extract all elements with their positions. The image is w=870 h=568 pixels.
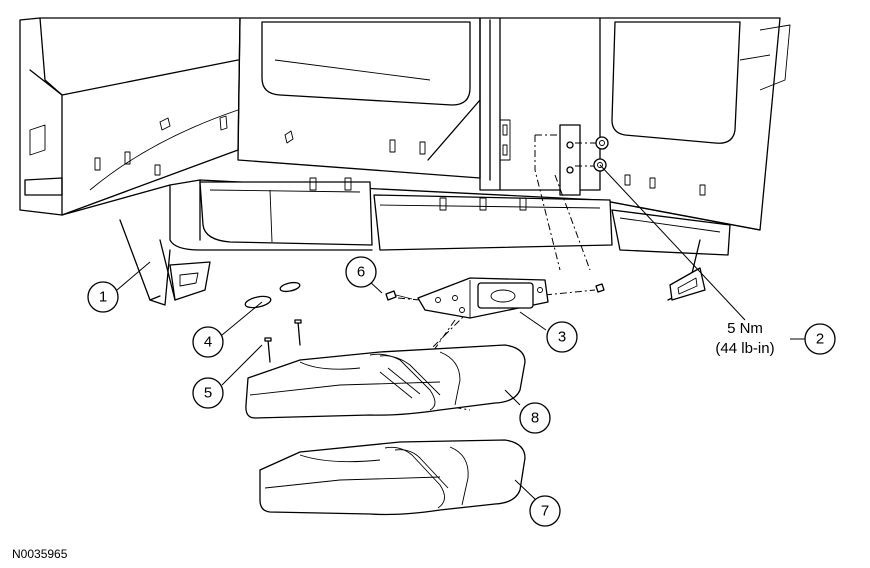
callout-7: 7 [529,495,561,527]
seat-frame-assembly [19,17,791,306]
leader-lines [116,164,805,501]
svg-text:5 Nm: 5 Nm [727,320,763,337]
part-4-caps [244,281,301,309]
bracket-mount-nuts [559,124,609,196]
svg-text:5: 5 [204,385,212,402]
torque-spec-label: 5 Nm (44 lb-in) [715,320,774,357]
svg-text:7: 7 [541,503,549,520]
svg-text:2: 2 [816,331,824,348]
bracket-screw-right [595,283,605,293]
svg-text:(44 lb-in): (44 lb-in) [715,340,774,357]
svg-text:1: 1 [99,289,107,306]
part-6-screw [385,290,413,301]
nut-upper-icon [595,136,609,150]
part-5-pins [264,319,302,363]
callout-6: 6 [345,256,377,288]
svg-text:4: 4 [204,334,212,351]
callout-1: 1 [87,281,119,313]
svg-text:3: 3 [558,329,566,346]
svg-text:6: 6 [357,264,365,281]
callout-2: 2 [804,323,836,355]
callout-5: 5 [192,377,224,409]
part-3-bracket [417,277,549,319]
part-7-cover-lower [259,439,526,516]
callout-8: 8 [519,402,551,434]
callout-4: 4 [192,326,224,358]
callout-3: 3 [546,321,578,353]
part-8-cover-upper [245,344,526,419]
figure-id: N0035965 [12,547,68,561]
svg-text:8: 8 [531,410,539,427]
